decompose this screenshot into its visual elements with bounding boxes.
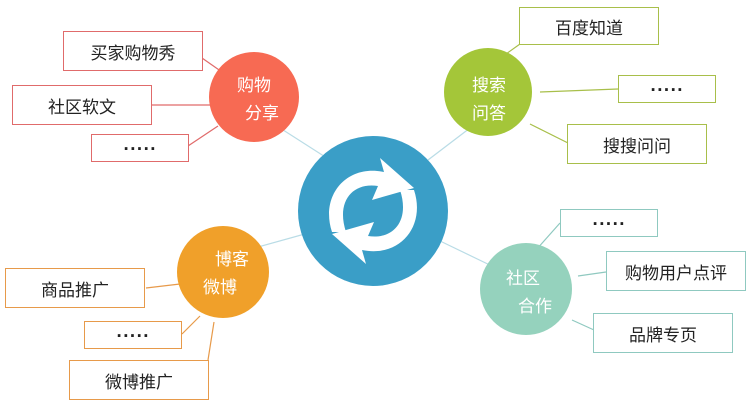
search-qa-node: 搜索 问答 (444, 48, 532, 136)
leaf-user-reviews: 购物用户点评 (606, 251, 746, 291)
shopping-share-node: 购物 分享 (209, 52, 299, 142)
search-node-line1: 搜索 (472, 76, 506, 96)
blog-weibo-node: 博客 微博 (177, 226, 269, 318)
leaf-community-more: ..... (560, 209, 658, 237)
leaf-brand-page: 品牌专页 (593, 313, 733, 353)
leaf-blog-more: ..... (84, 321, 182, 349)
search-node-line2: 问答 (472, 104, 506, 124)
community-node-line2: 合作 (518, 297, 552, 317)
blog-node-line1: 博客 (215, 250, 249, 270)
leaf-soso-wenwen: 搜搜问问 (567, 124, 707, 164)
community-node-line1: 社区 (506, 269, 540, 289)
leaf-baidu-zhidao: 百度知道 (519, 7, 659, 45)
refresh-arrows-icon (329, 158, 417, 264)
leaf-weibo-promotion: 微博推广 (69, 360, 209, 400)
leaf-product-promotion: 商品推广 (5, 268, 145, 308)
blog-node-line2: 微博 (203, 278, 237, 298)
leaf-community-article: 社区软文 (12, 85, 152, 125)
community-cooperation-node: 社区 合作 (480, 243, 572, 335)
shopping-node-line2: 分享 (245, 104, 279, 124)
leaf-search-more: ..... (618, 75, 716, 103)
shopping-node-line1: 购物 (237, 76, 271, 96)
leaf-shopping-more: ..... (91, 134, 189, 162)
central-hub (298, 136, 448, 286)
leaf-buyer-show: 买家购物秀 (63, 31, 203, 71)
